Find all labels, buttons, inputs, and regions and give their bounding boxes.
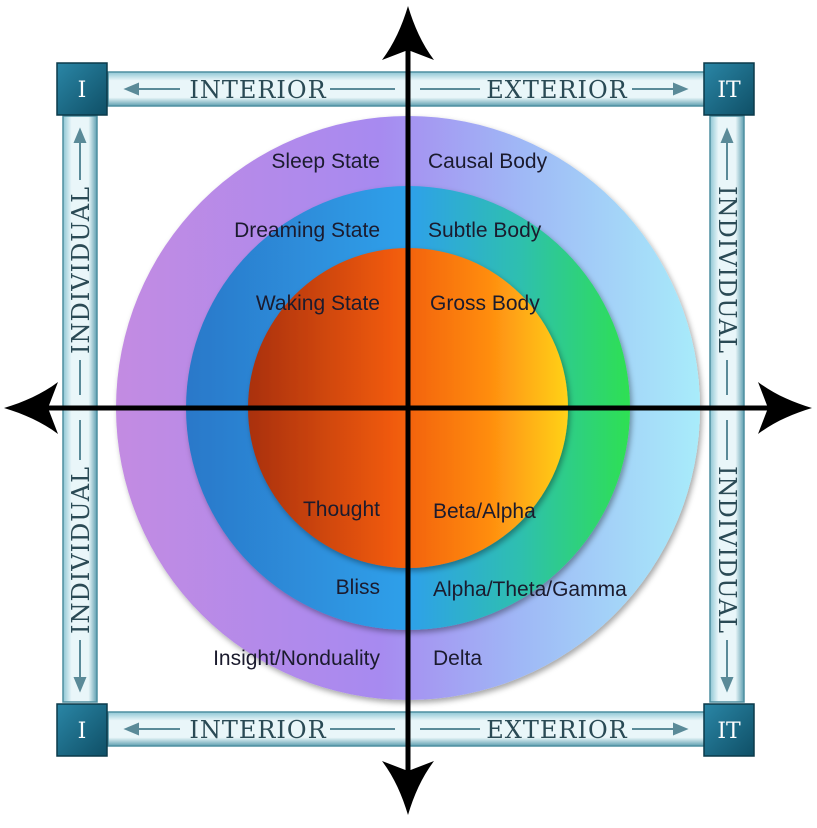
frame-label-top-interior: INTERIOR [189, 76, 326, 104]
corner-box-top-right [703, 62, 755, 116]
label-dreaming-state: Dreaming State [234, 219, 380, 242]
label-gross-body: Gross Body [430, 292, 540, 315]
corners: I IT I IT [56, 62, 755, 757]
frame-label-bottom-exterior: EXTERIOR [486, 716, 627, 744]
label-thought: Thought [303, 498, 380, 521]
frame-arrows [73, 82, 734, 736]
arrow-down-icon [382, 761, 434, 815]
label-alpha-theta-gamma: Alpha/Theta/Gamma [433, 578, 627, 601]
corner-label-top-right: IT [717, 78, 741, 103]
quadrant-labels: Sleep State Dreaming State Waking State … [213, 150, 627, 670]
label-sleep-state: Sleep State [271, 150, 380, 173]
label-insight-nonduality: Insight/Nonduality [213, 647, 380, 670]
label-bliss: Bliss [336, 576, 380, 599]
corner-box-top-left [56, 62, 108, 116]
corner-label-bottom-right: IT [717, 719, 741, 744]
frame-label-left-lower: INDIVIDUAL [67, 466, 95, 634]
frame-label-right-upper: INDIVIDUAL [713, 186, 741, 354]
corner-label-top-left: I [78, 78, 87, 103]
arrow-right-icon [758, 382, 812, 434]
arrow-up-icon [382, 6, 434, 60]
axes [4, 6, 812, 815]
frame-label-bottom-interior: INTERIOR [189, 716, 326, 744]
frame-label-top-exterior: EXTERIOR [486, 76, 627, 104]
corner-box-bottom-right [703, 703, 755, 757]
frame-label-right-lower: INDIVIDUAL [713, 466, 741, 634]
label-beta-alpha: Beta/Alpha [433, 500, 536, 523]
label-subtle-body: Subtle Body [428, 219, 542, 242]
arrow-left-icon [4, 382, 58, 434]
corner-label-bottom-left: I [78, 719, 87, 744]
label-causal-body: Causal Body [428, 150, 548, 173]
label-waking-state: Waking State [256, 292, 380, 315]
frame-label-left-upper: INDIVIDUAL [67, 186, 95, 354]
corner-box-bottom-left [56, 703, 108, 757]
label-delta: Delta [433, 647, 482, 670]
